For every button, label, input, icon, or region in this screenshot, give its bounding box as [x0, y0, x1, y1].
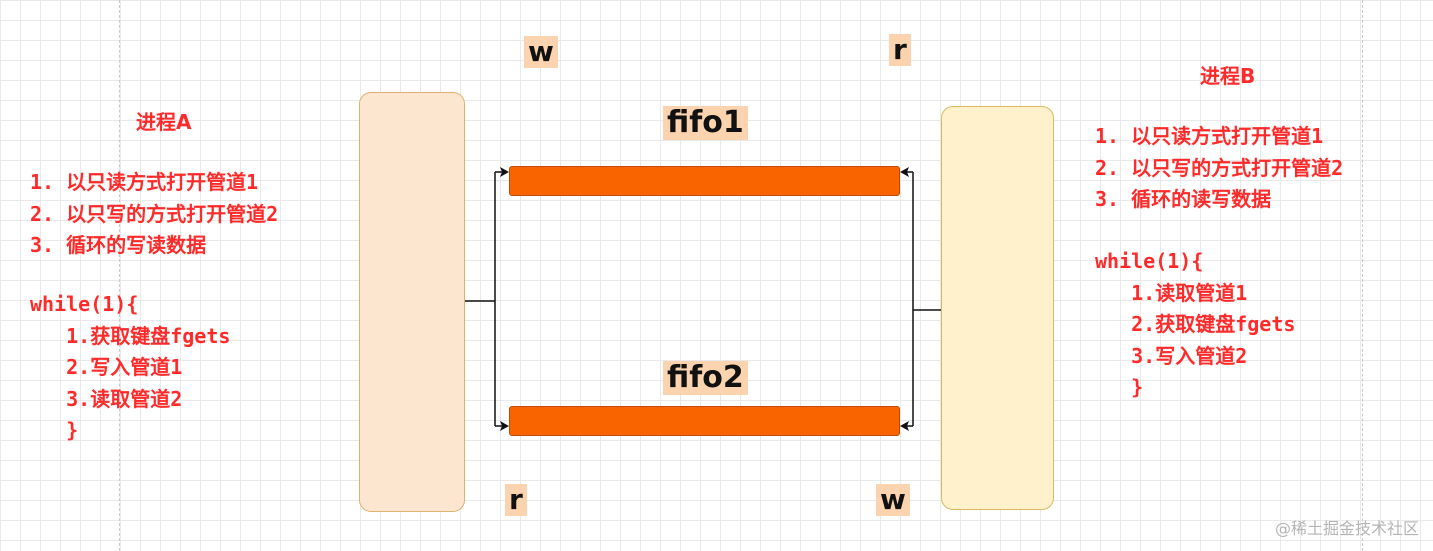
fifo1-pipe	[509, 166, 900, 196]
arrowhead-a-fifo2	[500, 421, 509, 431]
process-a-steps: 1. 以只读方式打开管道1 2. 以只写的方式打开管道2 3. 循环的写读数据	[30, 170, 279, 257]
process-a-title: 进程A	[136, 110, 192, 134]
arrowhead-b-fifo1	[900, 167, 909, 177]
arrowhead-a-fifo1	[500, 167, 509, 177]
page-guide-line	[119, 0, 120, 551]
arrowhead-b-fifo2	[900, 421, 909, 431]
process-a-box	[359, 92, 465, 512]
process-b-loop-code: while(1){ 1.读取管道1 2.获取键盘fgets 3.写入管道2 }	[1095, 249, 1296, 399]
process-b-steps: 1. 以只读方式打开管道1 2. 以只写的方式打开管道2 3. 循环的读写数据	[1095, 124, 1344, 211]
page-guide-line	[1362, 0, 1363, 551]
process-a-loop-code: while(1){ 1.获取键盘fgets 2.写入管道1 3.读取管道2 }	[30, 292, 231, 442]
fifo1-write-end-label: w	[524, 36, 558, 68]
fifo1-label: fifo1	[663, 106, 748, 140]
process-b-title: 进程B	[1200, 64, 1256, 88]
fifo2-pipe	[509, 406, 900, 436]
watermark: @稀土掘金技术社区	[1274, 519, 1419, 538]
fifo2-read-end-label: r	[505, 484, 527, 516]
fifo2-label: fifo2	[663, 361, 748, 395]
fifo1-read-end-label: r	[889, 34, 911, 66]
process-b-box	[941, 106, 1054, 510]
fifo2-write-end-label: w	[876, 484, 910, 516]
